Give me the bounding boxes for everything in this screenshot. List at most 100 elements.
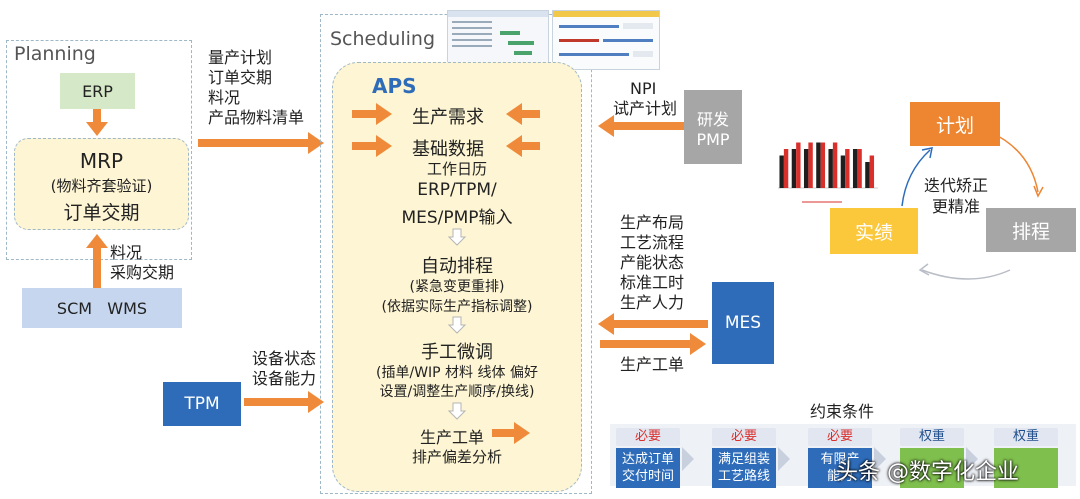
mes-in-2: 工艺流程 <box>620 233 685 252</box>
constraint-chevron-4 <box>966 447 978 471</box>
mes-in-3: 产能状态 <box>620 253 685 272</box>
constraint-item-1: 必要 达成订单 交付时间 <box>616 428 680 488</box>
constraint-box-1: 达成订单 交付时间 <box>616 448 680 488</box>
order-out-arrow <box>492 429 516 437</box>
aps-to-mes-arrow <box>600 340 692 348</box>
cycle-plan: 计划 <box>910 102 1000 146</box>
mrp-order-date: 订单交期 <box>63 202 140 224</box>
down-arrow-icon-2 <box>448 316 466 334</box>
cycle-actual: 实绩 <box>830 208 918 254</box>
erp-to-mrp-arrowhead <box>86 122 108 136</box>
rd-pmp-box: 研发 PMP <box>684 90 742 164</box>
cycle-arrowhead-plan-schedule <box>1033 185 1044 198</box>
mini-bar-s2-1 <box>783 149 789 188</box>
rd-to-aps-arrowhead <box>598 115 614 137</box>
constraint-item-3: 必要 有限产 能力 <box>808 428 872 488</box>
mes-box: MES <box>712 282 774 364</box>
constraint-chevron-2 <box>778 447 790 471</box>
mini-bar-s2-8 <box>869 155 875 188</box>
cycle-center-2: 更精准 <box>932 197 981 216</box>
down-arrow-icon-1 <box>448 228 466 246</box>
constraints-title: 约束条件 <box>810 402 875 421</box>
cycle-arrows <box>901 131 1044 280</box>
aps-box <box>332 62 582 492</box>
constraint-2-line-1: 满足组装 <box>717 452 770 467</box>
cycle-arrowhead-actual-plan <box>921 147 933 159</box>
basic-line-1: 工作日历 <box>426 160 487 178</box>
down-arrow-icon-3 <box>448 402 466 420</box>
manual-line-1: (插单/WIP 材料 线体 偏好 <box>376 365 538 381</box>
planning-output-2: 订单交期 <box>208 68 273 87</box>
aps-deviation: 排产偏差分析 <box>411 448 502 466</box>
rd-to-aps-arrow <box>612 122 684 130</box>
mini-bar-s1-4 <box>816 142 821 188</box>
aps-order: 生产工单 <box>420 428 485 447</box>
mini-bar-s2-4 <box>820 142 826 188</box>
constraint-item-4: 权重 <box>900 428 964 488</box>
constraint-1-line-2: 交付时间 <box>621 469 674 484</box>
constraint-chevron-1 <box>682 447 694 471</box>
constraint-tag-1: 必要 <box>616 428 680 446</box>
basic-line-3: MES/PMP输入 <box>401 208 513 228</box>
aps-title: APS <box>372 74 417 98</box>
mini-bar-s2-7 <box>857 149 862 188</box>
constraint-tag-4: 权重 <box>900 428 964 446</box>
demand-arrowhead <box>376 103 392 125</box>
constraint-box-3: 有限产 能力 <box>808 448 872 488</box>
tpm-box: TPM <box>163 382 241 426</box>
constraint-chevron-3 <box>874 447 886 471</box>
npi-label-1: NPI <box>630 79 657 98</box>
constraint-box-2: 满足组装 工艺路线 <box>712 448 776 488</box>
mini-bar-s1-1 <box>779 155 784 188</box>
cycle-center-1: 迭代矫正 <box>924 176 989 195</box>
cycle-arrow-actual-plan <box>901 149 931 207</box>
mini-bar-s2-2 <box>796 142 801 188</box>
constraint-tag-2: 必要 <box>712 428 776 446</box>
mini-bar-s2-5 <box>832 142 838 188</box>
mes-out-label: 生产工单 <box>620 355 685 374</box>
order-out-arrowhead <box>514 422 530 444</box>
tpm-to-aps-arrow <box>244 398 310 406</box>
demand-arrow <box>352 110 378 118</box>
manual-line-2: 设置/调整生产顺序/换线) <box>379 384 535 400</box>
constraint-box-4 <box>900 448 964 488</box>
cycle-schedule: 排程 <box>986 208 1076 252</box>
basic-data-arrowhead <box>376 135 392 157</box>
basic-data-arrowhead-right <box>506 135 522 157</box>
mini-bar-s1-8 <box>865 162 870 188</box>
mrp-subtitle: (物料齐套验证) <box>50 177 153 195</box>
constraint-2-line-2: 工艺路线 <box>717 469 770 484</box>
mini-bar-s1-7 <box>852 149 858 188</box>
aps-demand: 生产需求 <box>412 107 484 128</box>
scheduling-title: Scheduling <box>330 28 436 50</box>
rd-box-line-1: 研发 <box>696 109 729 129</box>
planning-output-3: 料况 <box>208 88 241 107</box>
mrp-title: MRP <box>79 149 124 173</box>
tpm-label-1: 设备状态 <box>252 349 317 368</box>
mes-to-aps-arrow <box>612 320 708 328</box>
basic-line-2: ERP/TPM/ <box>417 180 497 200</box>
basic-data-arrow-right <box>520 142 540 150</box>
constraint-item-2: 必要 满足组装 工艺路线 <box>712 428 776 488</box>
aps-manual: 手工微调 <box>421 342 493 363</box>
constraint-box-5 <box>994 448 1058 488</box>
tpm-label-2: 设备能力 <box>252 369 317 388</box>
aps-to-mes-arrowhead <box>690 333 706 355</box>
mes-in-5: 生产人力 <box>620 293 685 312</box>
mini-bar-s1-5 <box>828 149 833 188</box>
scm-input-label-1: 料况 <box>110 243 143 262</box>
mes-in-4: 标准工时 <box>620 273 685 292</box>
constraint-tag-3: 必要 <box>808 428 872 446</box>
mes-to-aps-arrowhead <box>598 313 614 335</box>
demand-arrow-right <box>520 110 540 118</box>
constraint-tag-5: 权重 <box>994 428 1058 446</box>
scm-input-label-2: 采购交期 <box>110 263 175 282</box>
gantt-screenshot-2 <box>552 10 660 70</box>
cycle-arrow-schedule-actual <box>921 269 1011 280</box>
mini-bar-s2-3 <box>808 142 813 188</box>
scm-wms-box: SCM WMS <box>22 288 182 328</box>
auto-line-2: (依据实际生产指标调整) <box>381 299 533 315</box>
aps-auto: 自动排程 <box>421 256 493 277</box>
rd-box-line-2: PMP <box>696 129 730 149</box>
basic-data-arrow <box>352 142 378 150</box>
